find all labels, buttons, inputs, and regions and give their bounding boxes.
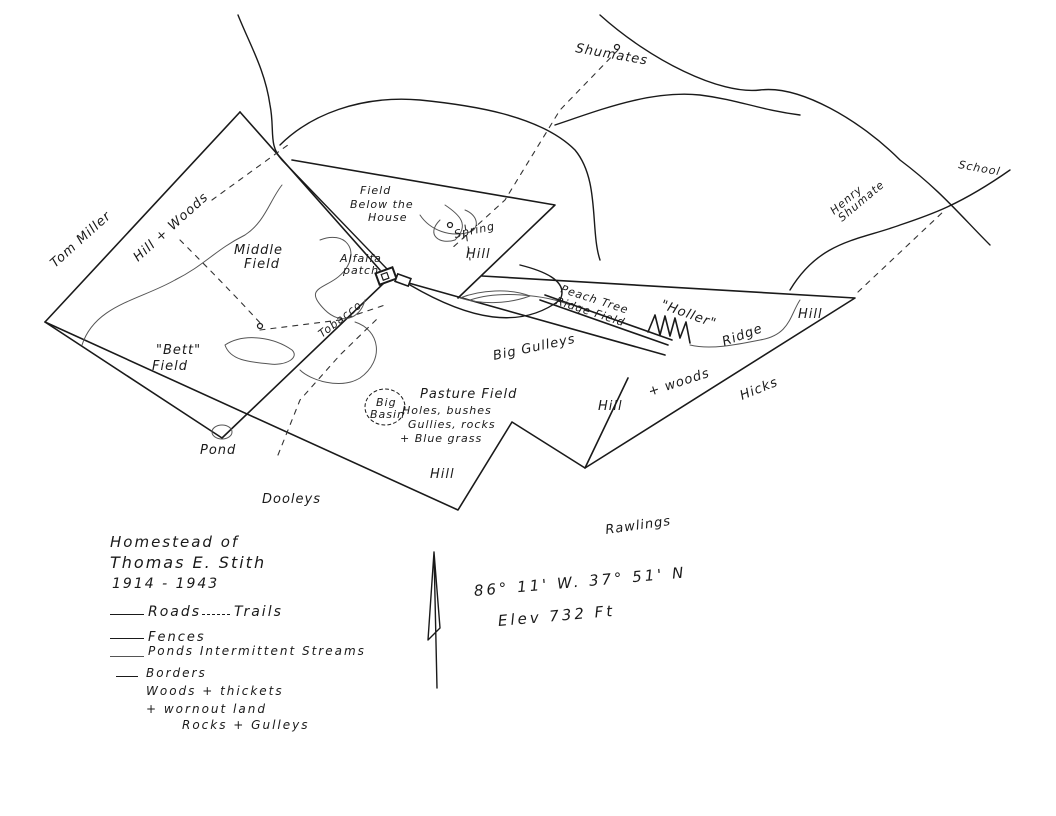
north-arrow-icon <box>427 551 441 689</box>
legend-roads: Roads <box>148 604 202 620</box>
legend-pond-line <box>110 656 144 657</box>
label-bett-1: "Bett" <box>156 343 201 358</box>
title-line-1: Homestead of <box>110 533 240 551</box>
fence-holler-2 <box>544 294 673 341</box>
label-tom-miller: Tom Miller <box>48 208 115 271</box>
pond-shape <box>211 424 233 440</box>
legend-road-line <box>110 614 144 615</box>
stream-middle <box>224 337 295 365</box>
label-school: School <box>957 158 1001 178</box>
stream-alfalfa <box>314 236 366 320</box>
road-to-school <box>409 264 563 319</box>
legend-fence-line <box>110 638 144 639</box>
fence-west-parcel <box>44 111 386 439</box>
label-big-basin-1: Big <box>376 396 397 409</box>
legend-trail-line <box>202 614 230 615</box>
legend-border-line <box>116 676 138 677</box>
house-icon <box>374 266 398 286</box>
road-east <box>599 14 991 246</box>
label-pasture-1: Pasture Field <box>420 387 517 402</box>
stream-peach <box>469 294 571 306</box>
label-pasture-4: + Blue grass <box>400 432 482 445</box>
label-hill-bottom: Hill <box>430 467 455 482</box>
label-middle-field-1: Middle <box>234 243 283 258</box>
big-basin-circle <box>364 388 406 426</box>
legend-borders: Borders <box>146 666 207 680</box>
holler-zigzag-icon <box>647 314 691 344</box>
trail-south <box>277 317 379 456</box>
fence-hill-woods <box>584 377 629 469</box>
label-pasture-2: Holes, bushes <box>402 404 492 417</box>
label-field-below-2: Below the <box>350 198 414 211</box>
label-hill-woods-south: Hill <box>598 399 623 414</box>
label-hill-east: Hill <box>798 307 823 322</box>
legend-borders-2: Woods + thickets <box>146 684 284 698</box>
title-line-2: Thomas E. Stith <box>110 553 267 572</box>
trail-east <box>857 209 946 293</box>
fence-hollow <box>404 281 666 356</box>
fence-south <box>44 275 856 511</box>
label-spring: Spring <box>453 220 496 241</box>
label-tobacco: Tobacco <box>316 298 365 340</box>
trail-pasture <box>259 304 386 331</box>
label-big-basin-2: Basin <box>370 408 405 421</box>
label-pond: Pond <box>200 443 236 458</box>
label-rawlings: Rawlings <box>604 514 672 538</box>
fence-west-parcel-top <box>239 111 381 271</box>
house-inner-icon <box>380 271 390 281</box>
fence-holler <box>539 299 669 346</box>
stream-spring <box>433 204 463 242</box>
label-hill-woods-west: Hill + Woods <box>131 190 212 265</box>
trail-north-west <box>211 141 293 201</box>
label-dooleys: Dooleys <box>262 492 321 507</box>
road-shumate-loop <box>279 98 601 261</box>
label-middle-field-2: Field <box>244 257 280 272</box>
spring-marker-icon <box>446 221 454 229</box>
barn-icon <box>394 272 412 288</box>
legend-ponds: Ponds Intermittent Streams <box>148 644 366 658</box>
trail-marker-icon <box>256 322 264 330</box>
title-line-3: 1914 - 1943 <box>112 576 220 592</box>
legend-borders-3: + wornout land <box>146 702 267 716</box>
road-shumates-top <box>554 93 801 126</box>
stream-west <box>81 184 283 346</box>
label-alfalfa-1: Alfalfa <box>339 252 382 265</box>
label-alfalfa-2: patch <box>342 264 379 277</box>
legend-borders-4: Rocks + Gulleys <box>182 718 310 732</box>
fence-field-below <box>291 159 556 299</box>
road-north <box>237 14 389 271</box>
label-ridge: Ridge <box>720 321 765 350</box>
trail-shumates <box>449 49 619 251</box>
label-field-below-1: Field <box>360 184 391 197</box>
shumates-marker-icon <box>613 43 621 51</box>
legend-trails: Trails <box>234 604 283 620</box>
label-pasture-3: Gullies, rocks <box>408 418 496 431</box>
label-big-gulleys: Big Gulleys <box>492 332 577 364</box>
legend-fences: Fences <box>148 630 206 645</box>
stream-ridge <box>689 299 801 348</box>
stream-tobacco <box>299 321 377 384</box>
trail-middle <box>179 239 263 326</box>
label-bett-2: Field <box>152 359 188 374</box>
label-hicks: Hicks <box>738 375 781 404</box>
label-field-below-3: House <box>368 211 407 224</box>
stream-gulleys <box>459 290 531 304</box>
label-hill-spring: Hill <box>466 247 491 262</box>
road-henry <box>789 169 1011 291</box>
